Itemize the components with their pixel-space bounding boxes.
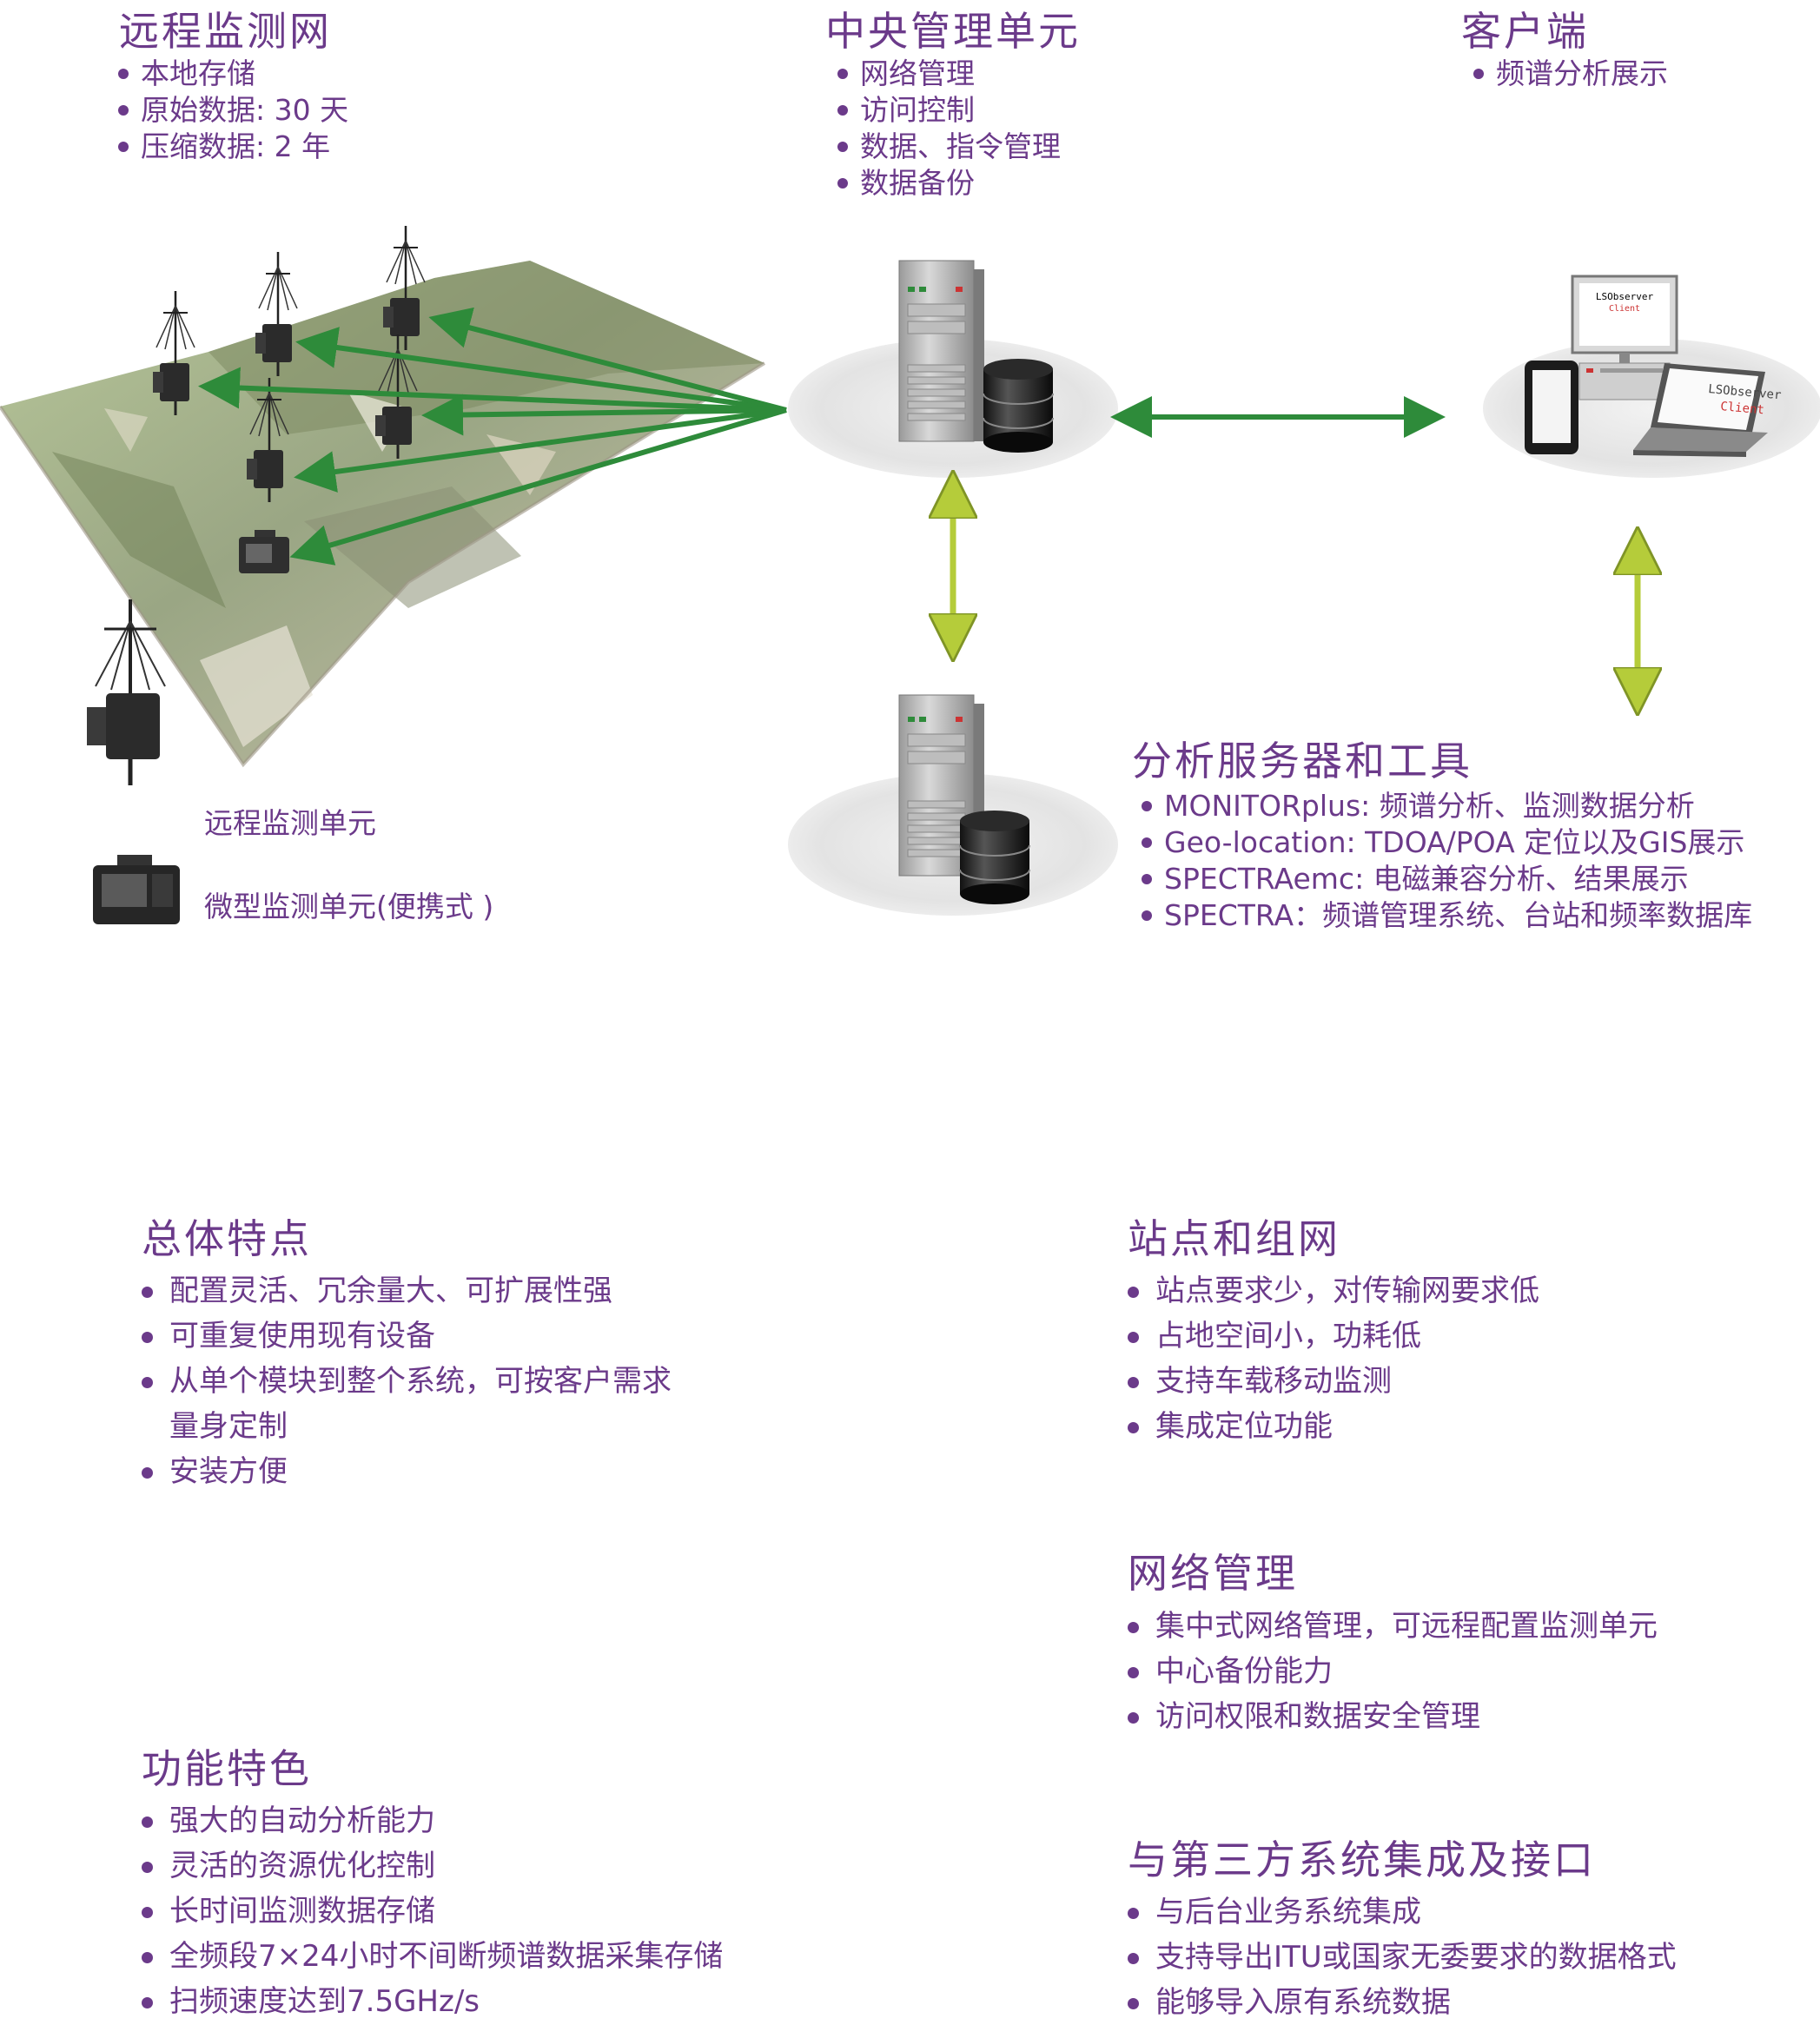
micro-unit-legend-icon bbox=[93, 855, 180, 924]
features-list: 强大的自动分析能力 灵活的资源优化控制 长时间监测数据存储 全频段7×24小时不… bbox=[141, 1798, 723, 2024]
integration-title: 与第三方系统集成及接口 bbox=[1128, 1836, 1596, 1883]
analysis-server-title: 分析服务器和工具 bbox=[1132, 738, 1473, 784]
network-mgmt-item: 集中式网络管理，可远程配置监测单元 bbox=[1128, 1604, 1658, 1649]
remote-unit-legend-icon bbox=[87, 599, 166, 785]
analysis-server-list: MONITORplus: 频谱分析、监测数据分析 Geo-location: T… bbox=[1141, 788, 1753, 934]
integration-item: 与后台业务系统集成 bbox=[1128, 1889, 1677, 1935]
analysis-server-item: MONITORplus: 频谱分析、监测数据分析 bbox=[1141, 788, 1752, 824]
features-item: 强大的自动分析能力 bbox=[141, 1798, 723, 1843]
features-item: 长时间监测数据存储 bbox=[141, 1889, 723, 1934]
features-item: 全频段7×24小时不间断频谱数据采集存储 bbox=[141, 1934, 723, 1979]
network-mgmt-list: 集中式网络管理，可远程配置监测单元 中心备份能力 访问权限和数据安全管理 bbox=[1128, 1604, 1658, 1739]
sites-item: 支持车载移动监测 bbox=[1128, 1359, 1539, 1404]
micro-unit-caption: 微型监测单元(便携式 ) bbox=[204, 890, 494, 923]
client-screen-subtitle: Client bbox=[1609, 304, 1640, 314]
network-mgmt-item: 中心备份能力 bbox=[1128, 1649, 1658, 1694]
overall-title: 总体特点 bbox=[142, 1215, 312, 1262]
central-unit-item: 网络管理 bbox=[837, 56, 1061, 92]
laptop-screen-subtitle: Client bbox=[1720, 400, 1765, 417]
integration-list: 与后台业务系统集成 支持导出ITU或国家无委要求的数据格式 能够导入原有系统数据 bbox=[1128, 1889, 1677, 2025]
remote-network-title: 远程监测网 bbox=[119, 8, 332, 55]
central-unit-item: 数据备份 bbox=[837, 165, 1061, 202]
analysis-server-item: SPECTRAemc: 电磁兼容分析、结果展示 bbox=[1141, 861, 1752, 897]
remote-network-item: 压缩数据: 2 年 bbox=[117, 129, 348, 165]
analysis-server-item: SPECTRA：频谱管理系统、台站和频率数据库 bbox=[1141, 898, 1753, 932]
remote-unit-caption: 远程监测单元 bbox=[204, 806, 376, 840]
remote-network-item: 本地存储 bbox=[117, 56, 348, 92]
overall-item: 量身定制 bbox=[169, 1409, 288, 1444]
terrain-map bbox=[0, 261, 766, 768]
laptop-screen-title: LSObserver bbox=[1708, 382, 1782, 402]
remote-monitoring-units bbox=[151, 224, 427, 573]
integration-item: 能够导入原有系统数据 bbox=[1128, 1980, 1677, 2025]
remote-network-list: 本地存储 原始数据: 30 天 压缩数据: 2 年 bbox=[117, 56, 349, 165]
central-unit-title: 中央管理单元 bbox=[825, 8, 1081, 55]
analysis-server-item: Geo-location: TDOA/POA 定位以及GIS展示 bbox=[1141, 824, 1752, 861]
client-title: 客户端 bbox=[1461, 8, 1589, 55]
overall-item: 从单个模块到整个系统，可按客户需求 bbox=[142, 1359, 672, 1404]
network-mgmt-title: 网络管理 bbox=[1128, 1550, 1298, 1597]
client-devices-icon: LSObserver Client LSObserver Client bbox=[1483, 275, 1820, 478]
features-item: 扫频速度达到7.5GHz/s bbox=[141, 1979, 723, 2024]
integration-item: 支持导出ITU或国家无委要求的数据格式 bbox=[1128, 1935, 1677, 1980]
overall-item: 安装方便 bbox=[142, 1449, 672, 1494]
central-unit-item: 访问控制 bbox=[837, 92, 1061, 129]
client-screen-title: LSObserver bbox=[1596, 291, 1654, 302]
system-diagram: LSObserver Client LSObserver Client bbox=[0, 224, 1820, 924]
overall-item: 配置灵活、冗余量大、可扩展性强 bbox=[142, 1268, 672, 1314]
central-server-icon bbox=[788, 260, 1118, 478]
remote-network-item: 原始数据: 30 天 bbox=[117, 93, 349, 127]
sites-item: 站点要求少，对传输网要求低 bbox=[1128, 1268, 1539, 1314]
client-item: 频谱分析展示 bbox=[1473, 56, 1668, 90]
features-title: 功能特色 bbox=[142, 1745, 312, 1792]
analysis-server-icon bbox=[788, 694, 1118, 916]
sites-list: 站点要求少，对传输网要求低 占地空间小，功耗低 支持车载移动监测 集成定位功能 bbox=[1128, 1268, 1539, 1449]
data-link-arrows bbox=[198, 307, 787, 566]
overall-list: 配置灵活、冗余量大、可扩展性强 可重复使用现有设备 从单个模块到整个系统，可按客… bbox=[142, 1268, 672, 1494]
overall-item: 可重复使用现有设备 bbox=[142, 1314, 672, 1359]
central-unit-item: 数据、指令管理 bbox=[837, 129, 1061, 163]
features-item: 灵活的资源优化控制 bbox=[141, 1843, 723, 1889]
sites-item: 占地空间小，功耗低 bbox=[1128, 1314, 1539, 1359]
client-list: 频谱分析展示 bbox=[1473, 56, 1668, 92]
network-mgmt-item: 访问权限和数据安全管理 bbox=[1128, 1694, 1658, 1739]
sites-item: 集成定位功能 bbox=[1128, 1404, 1539, 1449]
sites-title: 站点和组网 bbox=[1128, 1215, 1340, 1262]
central-unit-list: 网络管理 访问控制 数据、指令管理 数据备份 bbox=[837, 56, 1061, 202]
